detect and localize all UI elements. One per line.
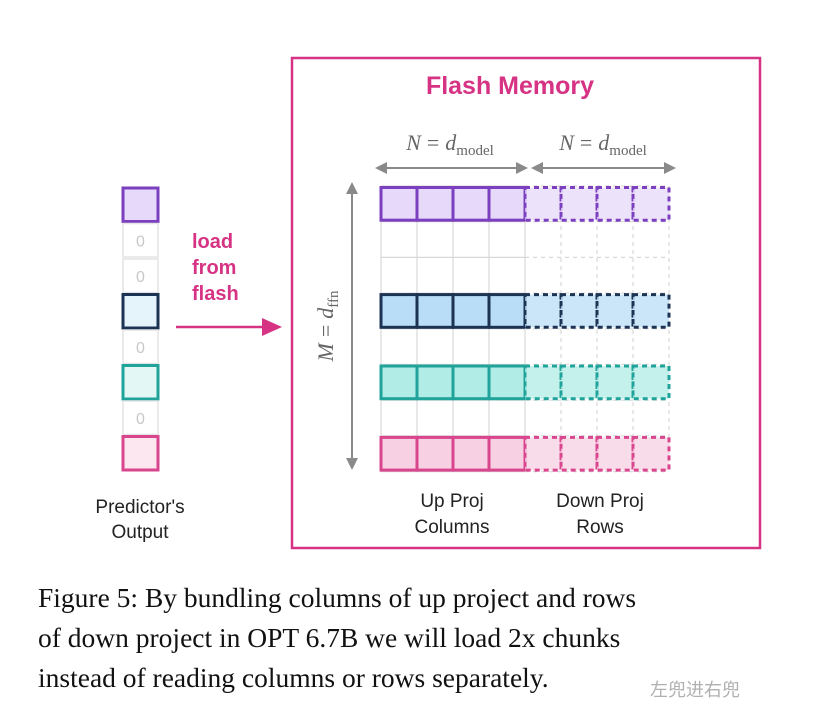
up-proj-grid [379, 185, 527, 473]
down-proj-cell [523, 293, 563, 329]
down-proj-label-line2: Rows [576, 517, 624, 538]
m-eq: = [313, 325, 338, 337]
predictor-zero-value: 0 [136, 233, 145, 250]
predictor-label-line1: Predictor's [95, 497, 184, 518]
predictor-zero-cell [122, 329, 159, 365]
flash-memory-title: Flash Memory [426, 72, 594, 100]
up-proj-cell [451, 364, 491, 401]
n-label-left: N=dmodel [405, 130, 494, 159]
n-var-2: N [558, 130, 575, 155]
up-proj-cell [487, 364, 527, 401]
m-var: M [313, 341, 338, 362]
m-label: M = dffn [313, 290, 342, 362]
n-sub-2: model [609, 143, 647, 159]
down-proj-cell [595, 364, 635, 401]
predictor-active-cell [121, 364, 160, 401]
arrow-label-load: load [192, 231, 233, 253]
down-proj-cell [631, 293, 671, 329]
n-eq-2: = [580, 130, 592, 155]
up-proj-cell [379, 293, 419, 329]
up-proj-cell [487, 186, 527, 222]
down-proj-cell [631, 435, 671, 472]
predictor-active-cell [121, 186, 160, 223]
down-proj-cell [559, 435, 599, 472]
up-proj-label-line2: Columns [415, 517, 490, 538]
n-d: d [445, 130, 457, 155]
down-proj-cell [523, 186, 563, 222]
up-proj-cell [451, 293, 491, 329]
caption-line-1: Figure 5: By bundling columns of up proj… [38, 582, 637, 613]
n-eq: = [427, 130, 439, 155]
m-d: d [313, 307, 338, 319]
svg-text:N=dmodel: N=dmodel [405, 130, 494, 159]
arrow-label-from: from [192, 257, 236, 279]
up-proj-cell [487, 293, 527, 329]
up-proj-cell [379, 364, 419, 401]
down-proj-label-line1: Down Proj [556, 491, 644, 512]
n-label-right: N=dmodel [558, 130, 647, 159]
up-proj-cell [379, 186, 419, 222]
down-proj-cell [523, 435, 563, 472]
arrow-label-flash: flash [192, 283, 239, 305]
predictor-zero-value: 0 [136, 340, 145, 357]
figure-caption: Figure 5: By bundling columns of up proj… [38, 578, 798, 698]
up-proj-cell [487, 435, 527, 472]
up-proj-cell [451, 435, 491, 472]
up-proj-cell [451, 186, 491, 222]
down-proj-cell [595, 435, 635, 472]
down-proj-cell [631, 364, 671, 401]
flash-memory-box [290, 56, 762, 550]
up-proj-label-line1: Up Proj [420, 491, 483, 512]
m-sub: ffn [326, 290, 342, 308]
svg-text:N=dmodel: N=dmodel [558, 130, 647, 159]
predictor-zero-cell [122, 222, 159, 258]
down-proj-cell [559, 364, 599, 401]
predictor-active-cell [121, 435, 160, 472]
predictor-active-cell [121, 293, 160, 330]
predictor-output-vector: 0 0 0 0 [121, 186, 160, 472]
predictor-zero-cell [122, 400, 159, 436]
load-arrow-head [262, 318, 282, 336]
up-proj-cell [415, 364, 455, 401]
down-proj-cell [559, 293, 599, 329]
n-d-2: d [598, 130, 610, 155]
up-proj-cell [415, 293, 455, 329]
down-proj-grid [523, 185, 671, 473]
n-sub: model [456, 143, 494, 159]
up-proj-cell [415, 435, 455, 472]
n-var: N [405, 130, 422, 155]
watermark-text: 左兜进右兜 [650, 680, 740, 701]
up-proj-cell [415, 186, 455, 222]
down-proj-cell [595, 186, 635, 222]
predictor-zero-value: 0 [136, 411, 145, 428]
svg-text:M=dffn: M = dffn [313, 290, 342, 362]
caption-line-3: instead of reading columns or rows separ… [38, 662, 549, 693]
down-proj-cell [595, 293, 635, 329]
down-proj-cell [631, 186, 671, 222]
predictor-zero-value: 0 [136, 269, 145, 286]
predictor-label-line2: Output [111, 522, 169, 543]
caption-line-2: of down project in OPT 6.7B we will load… [38, 622, 621, 653]
predictor-zero-cell [122, 258, 159, 294]
down-proj-cell [523, 364, 563, 401]
up-proj-cell [379, 435, 419, 472]
down-proj-cell [559, 186, 599, 222]
